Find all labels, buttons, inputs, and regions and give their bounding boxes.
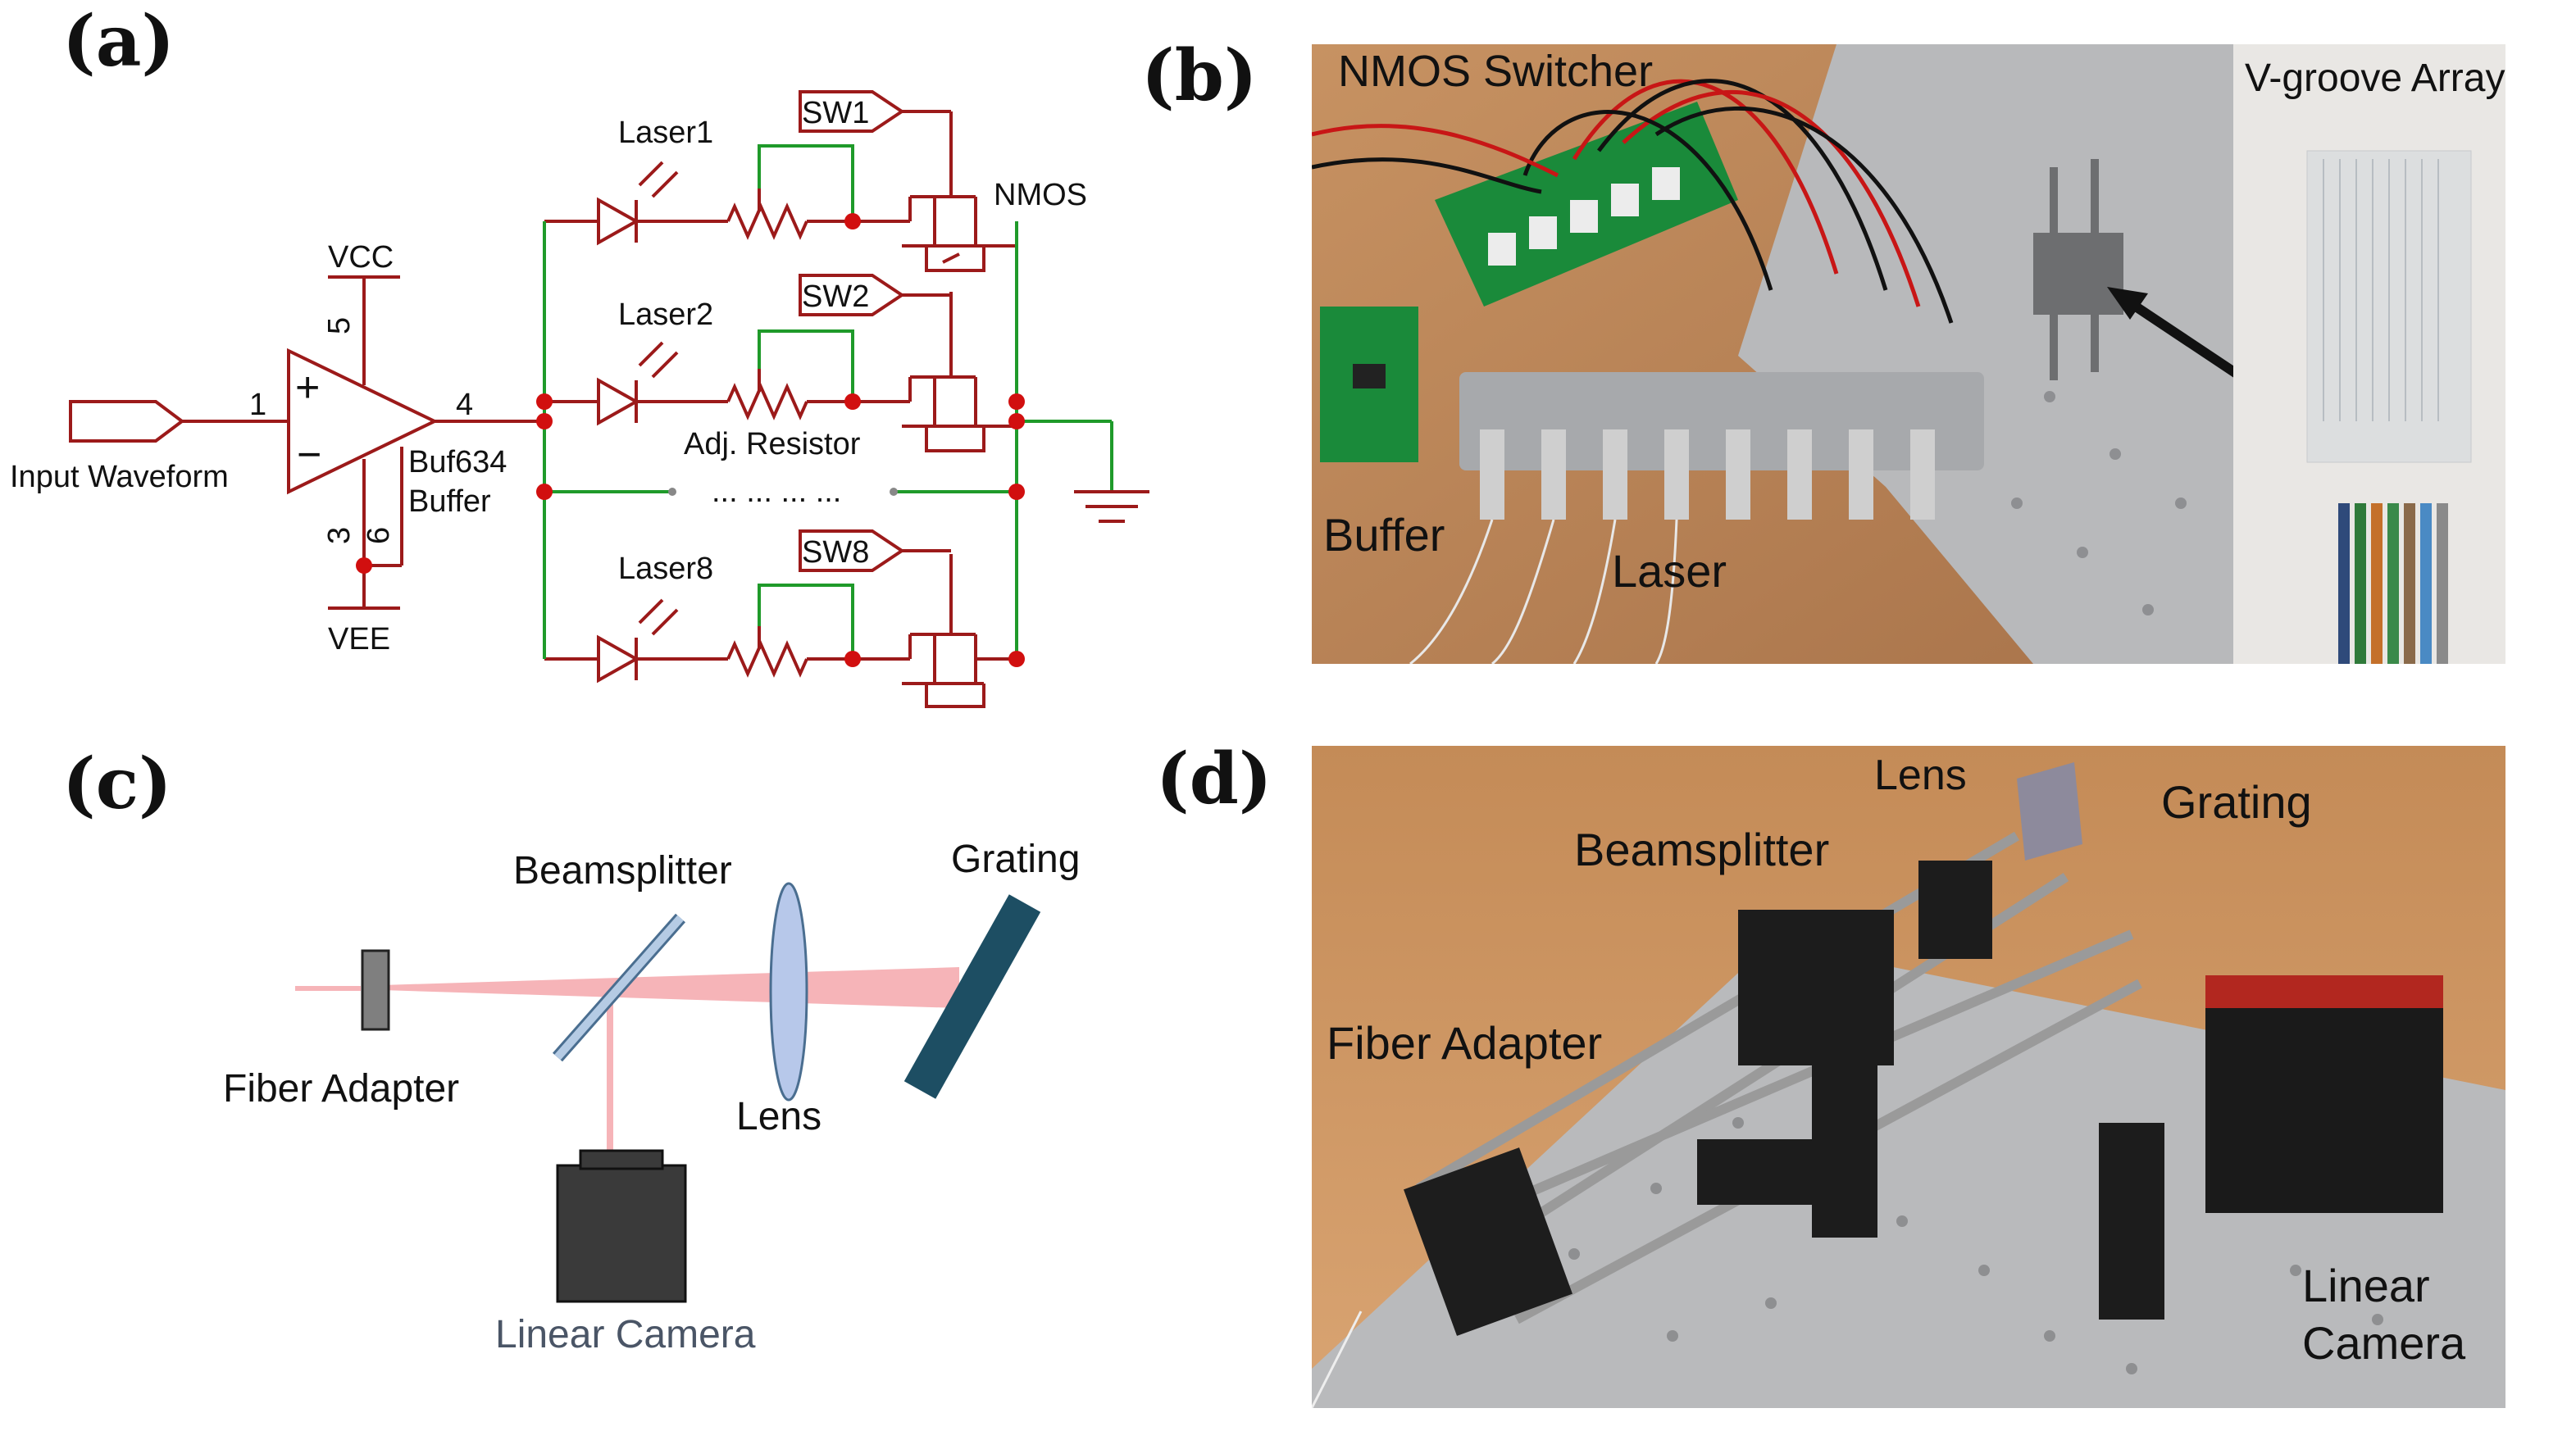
sw8-tag bbox=[799, 529, 905, 572]
panel-a-letter: (a) bbox=[62, 0, 175, 83]
pin3-label: 3 bbox=[322, 527, 357, 544]
laser-branch-8 bbox=[544, 554, 1017, 708]
setup-lens-label: Lens bbox=[1874, 752, 1967, 799]
sw2-tag bbox=[799, 274, 905, 316]
ellipsis-label: ... ... ... ... bbox=[712, 475, 841, 509]
fiber-adapter-mount bbox=[1404, 1147, 1572, 1336]
op-amp-minus: − bbox=[297, 431, 321, 479]
adj-resistor-icon bbox=[726, 202, 808, 240]
optical-schematic: Fiber Adapter Beamsplitter Lens Grating … bbox=[223, 838, 1080, 1356]
setup-photo bbox=[1312, 746, 2505, 1408]
pin4-label: 4 bbox=[456, 388, 473, 422]
laser-modules bbox=[1480, 429, 1935, 520]
linear-camera-label: Linear Camera bbox=[495, 1313, 756, 1356]
panel-c-letter: (c) bbox=[62, 743, 172, 825]
laser-diode-icon bbox=[597, 197, 640, 246]
panel-d-letter: (d) bbox=[1156, 738, 1272, 820]
sw1-label: SW1 bbox=[802, 96, 869, 130]
buffer-name-label: Buf634 bbox=[408, 445, 507, 479]
input-connector-icon bbox=[69, 400, 185, 443]
laser-label: Laser bbox=[1612, 545, 1727, 597]
vee-label: VEE bbox=[328, 622, 390, 656]
camera-icon bbox=[556, 1164, 687, 1303]
laser-branch-1 bbox=[544, 110, 1017, 272]
sw2-label: SW2 bbox=[802, 279, 869, 314]
nmos-switcher-label: NMOS Switcher bbox=[1338, 47, 1654, 96]
grating-label: Grating bbox=[951, 838, 1080, 881]
nmos-label: NMOS bbox=[994, 178, 1087, 212]
pin1-label: 1 bbox=[249, 388, 266, 422]
circuit-photo bbox=[1312, 44, 2233, 664]
sw8-label: SW8 bbox=[802, 535, 869, 570]
panel-b-letter: (b) bbox=[1141, 34, 1258, 117]
laser2-label: Laser2 bbox=[618, 298, 713, 332]
circuit-diagram: Input Waveform VCC VEE 1 4 5 3 6 Buf634 … bbox=[10, 90, 1149, 708]
grating-icon bbox=[903, 894, 1041, 1099]
setup-camera-label-line2: Camera bbox=[2302, 1317, 2466, 1369]
ground-icon bbox=[1074, 490, 1149, 523]
vgroove-photo bbox=[2233, 44, 2505, 664]
vcc-label: VCC bbox=[328, 240, 394, 275]
setup-fiber-adapter-label: Fiber Adapter bbox=[1327, 1017, 1603, 1069]
sw1-tag bbox=[799, 90, 905, 133]
fiber-adapter-label: Fiber Adapter bbox=[223, 1067, 459, 1111]
vgroove-array-label: V-groove Array bbox=[2245, 57, 2505, 100]
op-amp-symbol bbox=[287, 348, 439, 495]
setup-grating-label: Grating bbox=[2161, 776, 2312, 828]
pin6-label: 6 bbox=[362, 527, 396, 544]
input-waveform-label: Input Waveform bbox=[10, 460, 229, 494]
laser-mount-bar bbox=[1459, 372, 1984, 470]
adj-resistor-label: Adj. Resistor bbox=[684, 427, 861, 461]
setup-beamsplitter-label: Beamsplitter bbox=[1574, 824, 1830, 875]
beam-down bbox=[607, 987, 613, 1156]
beam-forward bbox=[382, 967, 959, 1008]
junction-nodes bbox=[356, 213, 1025, 667]
laser8-label: Laser8 bbox=[618, 552, 713, 586]
buffer-type-label: Buffer bbox=[408, 484, 491, 519]
pointer-arrow bbox=[2120, 294, 2233, 378]
laser-branch-2 bbox=[544, 292, 1017, 452]
beamsplitter-label: Beamsplitter bbox=[513, 849, 732, 893]
op-amp-plus: + bbox=[295, 364, 320, 411]
laser1-label: Laser1 bbox=[618, 116, 713, 150]
lens-icon bbox=[769, 882, 808, 1102]
buffer-label: Buffer bbox=[1323, 509, 1445, 561]
lens-label: Lens bbox=[736, 1095, 821, 1138]
pin5-label: 5 bbox=[322, 317, 357, 334]
setup-camera-label-line1: Linear bbox=[2302, 1260, 2430, 1311]
grating-element bbox=[2017, 762, 2082, 861]
fiber-adapter-icon bbox=[361, 949, 390, 1031]
linear-camera-body bbox=[2205, 975, 2443, 1213]
